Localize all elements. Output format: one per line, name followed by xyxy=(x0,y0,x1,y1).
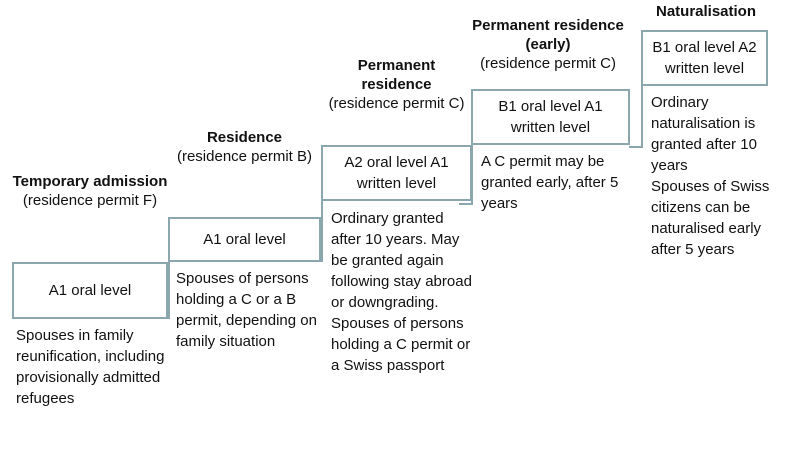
step-subtitle: (residence permit F) xyxy=(22,192,158,209)
connector-riser-permanent-residence xyxy=(321,201,323,262)
connector-foot-permanent-residence-early xyxy=(459,203,473,205)
level-text: B1 oral level A2 written level xyxy=(652,39,757,77)
connector-riser-residence xyxy=(168,262,170,319)
connector-riser-permanent-residence-early xyxy=(471,145,473,205)
step-heading-residence: Residence (residence permit B) xyxy=(168,128,321,166)
step-heading-temporary-admission: Temporary admission (residence permit F) xyxy=(12,172,168,210)
connector-foot-naturalisation xyxy=(629,146,643,148)
step-title: Residence xyxy=(206,129,283,146)
step-subtitle: (residence permit C) xyxy=(328,95,465,112)
level-text: A1 oral level xyxy=(48,282,132,299)
connector-riser-naturalisation xyxy=(641,86,643,148)
step-description-residence: Spouses of persons holding a C or a B pe… xyxy=(176,270,317,350)
step-heading-permanent-residence-early: Permanent residence (early) (residence p… xyxy=(466,16,630,73)
level-box-permanent-residence-early: B1 oral level A1 written level xyxy=(471,89,630,145)
step-description-permanent-residence-early: A C permit may be granted early, after 5… xyxy=(481,153,619,212)
level-box-residence: A1 oral level xyxy=(168,217,321,262)
level-text: A1 oral level xyxy=(203,231,286,248)
level-text: A2 oral level A1 written level xyxy=(344,154,449,192)
step-title: Permanent residence (early) xyxy=(472,17,624,53)
step-title: Permanent residence xyxy=(357,57,436,93)
step-subtitle: (residence permit B) xyxy=(176,148,313,165)
level-box-naturalisation: B1 oral level A2 written level xyxy=(641,30,768,86)
step-description-permanent-residence: Ordinary granted after 10 years. May be … xyxy=(331,210,472,374)
level-text: B1 oral level A1 written level xyxy=(498,98,603,136)
step-title: Naturalisation xyxy=(655,3,757,20)
step-description-temporary-admission: Spouses in family reunification, includi… xyxy=(16,327,165,407)
step-heading-permanent-residence: Permanent residence (residence permit C) xyxy=(321,56,472,113)
step-description-naturalisation: Ordinary naturalisation is granted after… xyxy=(651,94,770,258)
step-subtitle: (residence permit C) xyxy=(480,55,616,72)
level-box-permanent-residence: A2 oral level A1 written level xyxy=(321,145,472,201)
step-title: Temporary admission xyxy=(12,173,168,190)
level-box-temporary-admission: A1 oral level xyxy=(12,262,168,319)
step-heading-naturalisation: Naturalisation xyxy=(636,2,776,21)
